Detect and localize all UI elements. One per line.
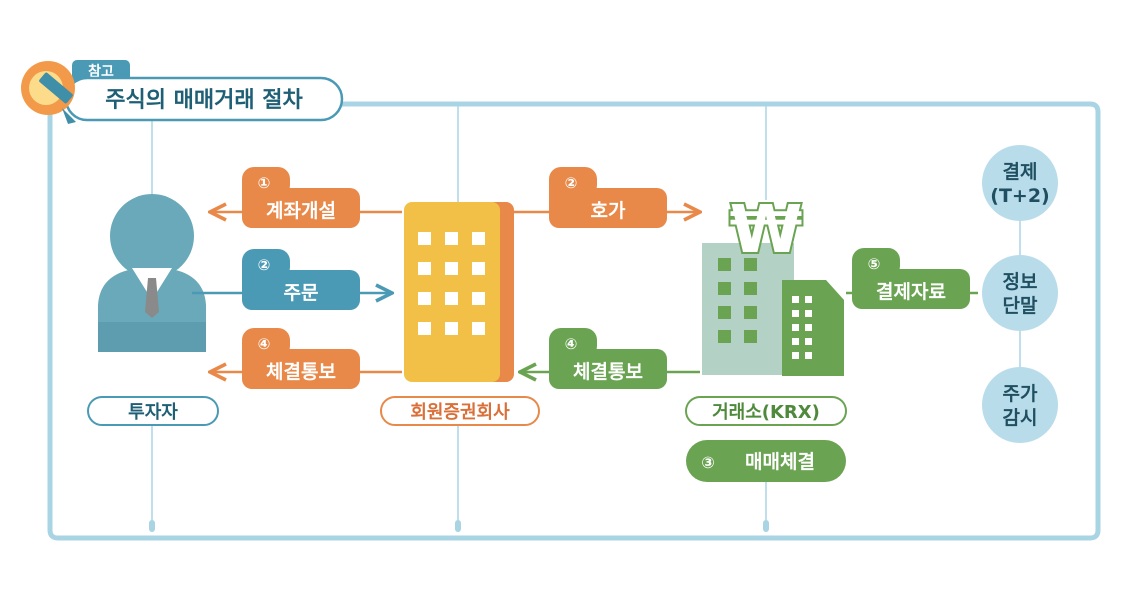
match-num: ③ — [701, 453, 715, 472]
guide-tick — [763, 520, 769, 532]
surveillance-line-1: 주가 — [1003, 383, 1038, 405]
settlement-circle — [982, 145, 1058, 221]
broker-label: 회원증권회사 — [410, 402, 510, 423]
investor-label-pill — [87, 396, 219, 426]
broker-building-icon — [404, 202, 514, 382]
account-open-num: ① — [258, 174, 271, 192]
surveillance-circle — [982, 367, 1058, 443]
lightbulb-pencil-icon — [21, 61, 76, 124]
notify-mid-tag — [549, 328, 667, 389]
title-badge: 참고 주식의 매매거래 절차 — [21, 60, 344, 124]
guide-tick — [149, 520, 155, 532]
settlement-line-2: (T+2) — [990, 185, 1049, 207]
investor-label: 투자자 — [128, 402, 178, 423]
guide-tick — [455, 520, 461, 532]
account-open-tag — [242, 167, 360, 228]
notify-left-num: ④ — [258, 335, 271, 353]
exchange-building-icon — [702, 243, 844, 376]
settle-data-num: ⑤ — [868, 255, 881, 273]
quote-label: 호가 — [591, 200, 626, 222]
account-open-label: 계좌개설 — [266, 200, 336, 222]
quote-tag — [549, 167, 667, 228]
exchange-label-pill — [685, 396, 847, 426]
terminal-circle — [982, 255, 1058, 331]
guide-lines — [151, 104, 1021, 528]
notify-mid-label: 체결통보 — [573, 361, 643, 383]
outer-frame — [47, 101, 1101, 541]
notify-left-tag — [242, 328, 360, 389]
notify-left-label: 체결통보 — [266, 361, 336, 383]
order-label: 주문 — [284, 282, 319, 304]
notify-mid-num: ④ — [565, 335, 578, 353]
won-icon: ₩ — [730, 191, 803, 268]
exchange-label: 거래소(KRX) — [712, 402, 820, 423]
order-num: ② — [258, 256, 271, 274]
match-label: 매매체결 — [745, 451, 815, 473]
order-tag — [242, 249, 360, 310]
page-title: 주식의 매매거래 절차 — [105, 88, 303, 113]
terminal-line-1: 정보 — [1003, 271, 1038, 293]
reference-tag-text: 참고 — [88, 64, 114, 80]
investor-icon — [98, 194, 206, 352]
quote-num: ② — [565, 174, 578, 192]
settle-data-tag — [852, 248, 970, 309]
settle-data-label: 결제자료 — [876, 281, 946, 303]
terminal-line-2: 단말 — [1003, 295, 1038, 317]
broker-label-pill — [380, 396, 540, 426]
settlement-line-1: 결제 — [1003, 161, 1038, 183]
match-pill — [686, 440, 846, 482]
reference-tag — [72, 60, 130, 82]
surveillance-line-2: 감시 — [1003, 407, 1038, 429]
